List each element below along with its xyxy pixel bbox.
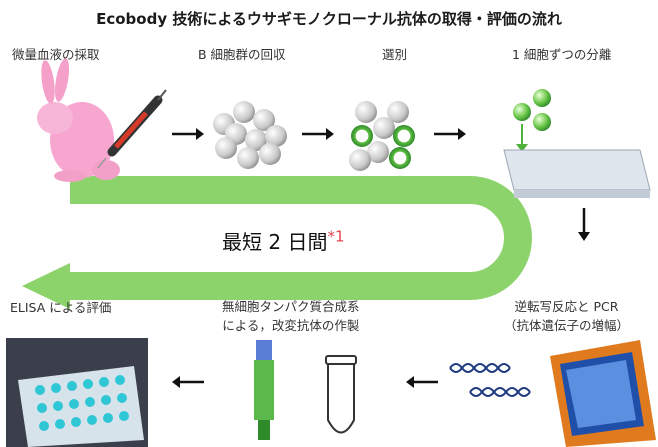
step-pcr-line2: （抗体遺伝子の増幅） <box>504 318 630 333</box>
pcr-machine-image <box>550 340 656 447</box>
arrow-pcr-to-cellfree <box>406 376 438 388</box>
step-cellfree-line2: による，改変抗体の作製 <box>222 318 360 333</box>
duration-label: 最短 2 日間*1 <box>222 226 345 255</box>
step-cellfree-line1: 無細胞タンパク質合成系 <box>222 299 360 314</box>
bcell-cluster <box>213 101 287 169</box>
arrow-single-to-pcr <box>578 208 590 241</box>
selected-cluster <box>349 101 415 171</box>
step-elisa-label: ELISA による評価 <box>10 300 112 315</box>
step-select-label: 選別 <box>382 47 408 62</box>
rabbit-image <box>37 58 120 182</box>
diagram-title: Ecobody 技術によるウサギモノクローナル抗体の取得・評価の流れ <box>96 10 562 28</box>
tube-image <box>325 355 357 434</box>
elisa-plate-image <box>6 338 148 447</box>
step-cellfree-label: 無細胞タンパク質合成系 による，改変抗体の作製 <box>222 297 360 335</box>
duration-text: 最短 2 日間 <box>222 230 328 254</box>
duration-footnote-marker: *1 <box>327 227 345 246</box>
step-pcr-label: 逆転写反応と PCR （抗体遺伝子の増幅） <box>504 297 629 335</box>
step-bcell-label: B 細胞群の回収 <box>198 47 286 62</box>
syringe-image <box>97 89 167 169</box>
single-cell-plate <box>503 89 651 198</box>
arrow-blood-to-bcell <box>172 128 204 140</box>
step-pcr-line1: 逆転写反応と PCR <box>514 299 619 314</box>
antibody-column-image <box>254 340 274 440</box>
step-single-label: 1 細胞ずつの分離 <box>512 47 612 62</box>
arrow-cellfree-to-elisa <box>172 376 204 388</box>
step-blood-label: 微量血液の採取 <box>12 47 100 62</box>
timeline-band <box>22 176 532 309</box>
dna-helix-image <box>449 363 531 397</box>
arrow-bcell-to-select <box>302 128 334 140</box>
arrow-select-to-single <box>434 128 466 140</box>
